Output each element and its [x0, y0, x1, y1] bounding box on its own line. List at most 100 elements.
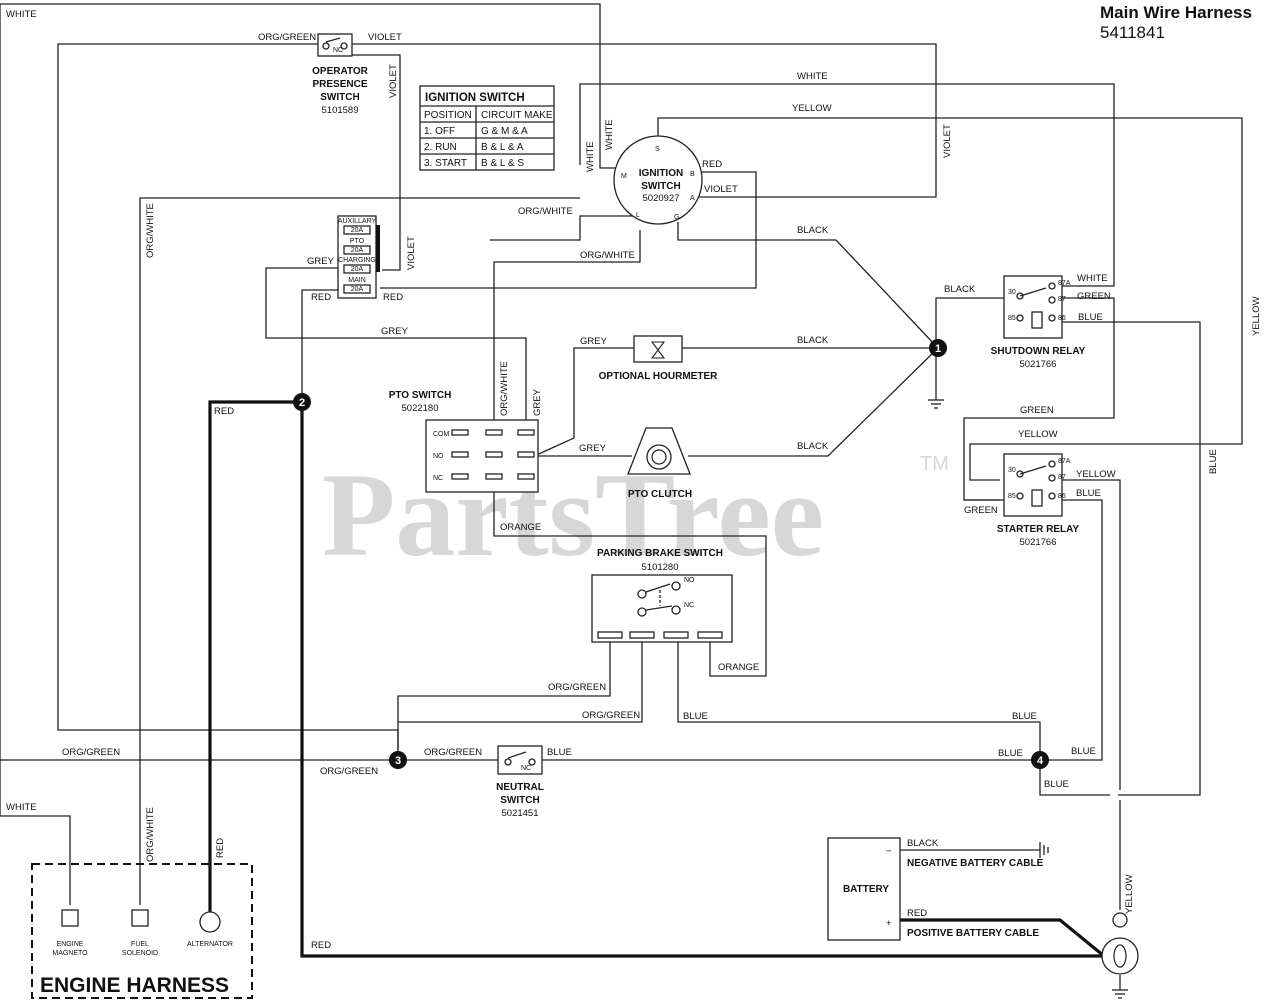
- alternator-label: ALTERNATOR: [187, 941, 233, 948]
- fuse-1-amp: 20A: [351, 227, 364, 234]
- ignition-name-2: SWITCH: [641, 181, 680, 192]
- wire-label: ORG/WHITE: [580, 250, 635, 261]
- shutdown-p30: 30: [1008, 289, 1016, 296]
- wire-label: GREY: [381, 326, 409, 337]
- starter-part: 5021766: [1020, 537, 1057, 548]
- wire-label: WHITE: [1077, 273, 1108, 284]
- neutral-name-2: SWITCH: [500, 795, 539, 806]
- fuel-solenoid-terminal: [131, 909, 149, 927]
- fuse-3-label: CHARGING: [338, 257, 376, 264]
- ignition-table-cell: 1. OFF: [424, 126, 455, 137]
- wire-label: BLUE: [1208, 449, 1219, 474]
- ops-name-3: SWITCH: [320, 92, 359, 103]
- wire-label: WHITE: [6, 802, 37, 813]
- fuse-2-label: PTO: [350, 238, 365, 245]
- wire-label: BLUE: [683, 711, 708, 722]
- wire-label: YELLOW: [1124, 874, 1135, 914]
- node-4: [1031, 751, 1049, 769]
- wire-label: RED: [907, 908, 927, 919]
- starter-p86: 86: [1058, 493, 1066, 500]
- wire-label: RED: [702, 159, 722, 170]
- battery-plus: +: [886, 918, 892, 929]
- ignition-terminal-m: M: [621, 173, 627, 180]
- pto-switch-part: 5022180: [402, 403, 439, 414]
- wire-label: BLUE: [1012, 711, 1037, 722]
- wire-label: RED: [214, 406, 234, 417]
- ignition-name-1: IGNITION: [639, 168, 683, 179]
- node-3: [389, 751, 407, 769]
- node-1-label: 1: [935, 343, 941, 355]
- wire-label: RED: [215, 838, 226, 858]
- ignition-table-cell: 3. START: [424, 158, 467, 169]
- wire-label: ORG/GREEN: [320, 766, 378, 777]
- pto-com: COM: [433, 431, 450, 438]
- wire-label: ORANGE: [718, 662, 759, 673]
- starter-name: STARTER RELAY: [997, 524, 1080, 535]
- alternator-terminal: [199, 911, 221, 933]
- wire-label: ORG/GREEN: [424, 747, 482, 758]
- parking-brake-part: 5101280: [642, 562, 679, 573]
- wire-label: WHITE: [797, 71, 828, 82]
- wire-label: VIOLET: [942, 124, 953, 158]
- fuel-label-2: SOLENOID: [122, 950, 158, 957]
- battery: BATTERY − + NEGATIVE BATTERY CABLE POSIT…: [827, 837, 1044, 941]
- shutdown-p87a: 87A: [1058, 280, 1071, 287]
- engine-harness-box: [31, 863, 253, 999]
- wire-label: ORG/WHITE: [145, 807, 156, 862]
- wire-label: WHITE: [585, 141, 596, 172]
- thick-cables: [208, 400, 1106, 958]
- pto-no: NO: [433, 453, 444, 460]
- fuse-2-amp: 20A: [351, 247, 364, 254]
- wire-label: RED: [311, 940, 331, 951]
- wire-label: YELLOW: [1251, 296, 1262, 336]
- wire-label: GREY: [532, 388, 543, 416]
- hourmeter-name: OPTIONAL HOURMETER: [599, 371, 718, 382]
- pto-clutch: PTO CLUTCH: [627, 427, 692, 500]
- wire-label: ORG/GREEN: [62, 747, 120, 758]
- parking-brake-nc: NC: [684, 602, 694, 609]
- ops-name-2: PRESENCE: [312, 79, 367, 90]
- wire-label: ORG/GREEN: [582, 710, 640, 721]
- starter-p85: 85: [1008, 493, 1016, 500]
- ops-part: 5101589: [322, 105, 359, 116]
- wire-label: ORANGE: [500, 522, 541, 533]
- fuse-block: AUXILLARY 20A PTO 20A CHARGING 20A MAIN …: [337, 215, 380, 299]
- node-4-label: 4: [1037, 755, 1044, 767]
- ignition-switch: IGNITION SWITCH 5020927 S M B A L G: [613, 135, 703, 225]
- neutral-part: 5021451: [502, 808, 539, 819]
- ops-name-1: OPERATOR: [312, 66, 369, 77]
- pto-switch-name: PTO SWITCH: [389, 390, 452, 401]
- wire-label: BLACK: [907, 838, 939, 849]
- wire-label: BLUE: [1078, 312, 1103, 323]
- wire-label: VIOLET: [368, 32, 402, 43]
- wire-label: YELLOW: [1018, 429, 1058, 440]
- ignition-terminal-b: B: [690, 171, 695, 178]
- starter-motor: [1101, 912, 1139, 975]
- negative-battery-cable-label: NEGATIVE BATTERY CABLE: [907, 858, 1044, 869]
- watermark-tm: TM: [920, 453, 949, 475]
- wire-label: BLACK: [944, 284, 976, 295]
- wire-label: BLACK: [797, 225, 829, 236]
- starter-p87a: 87A: [1058, 458, 1071, 465]
- ignition-table-cell: B & L & S: [481, 158, 524, 169]
- fuel-label-1: FUEL: [131, 941, 149, 948]
- battery-name: BATTERY: [843, 884, 889, 895]
- wire-label: GREEN: [1077, 291, 1111, 302]
- wire-label: GREEN: [964, 505, 998, 516]
- wire-label: VIOLET: [406, 236, 417, 270]
- wire-label: GREY: [307, 256, 335, 267]
- shutdown-part: 5021766: [1020, 359, 1057, 370]
- ignition-table-title: IGNITION SWITCH: [425, 92, 525, 104]
- ignition-terminal-l: L: [636, 212, 640, 219]
- fuse-4-amp: 20A: [351, 286, 364, 293]
- wire-label: ORG/GREEN: [258, 32, 316, 43]
- fuse-3-amp: 20A: [351, 266, 364, 273]
- diagram-part-number: 5411841: [1100, 23, 1165, 42]
- ignition-table-cell: G & M & A: [481, 126, 528, 137]
- neutral-name-1: NEUTRAL: [496, 782, 544, 793]
- parking-brake-name: PARKING BRAKE SWITCH: [597, 548, 723, 559]
- wire-label: BLUE: [1076, 488, 1101, 499]
- ignition-terminal-s: S: [655, 146, 660, 153]
- fuse-4-label: MAIN: [348, 277, 366, 284]
